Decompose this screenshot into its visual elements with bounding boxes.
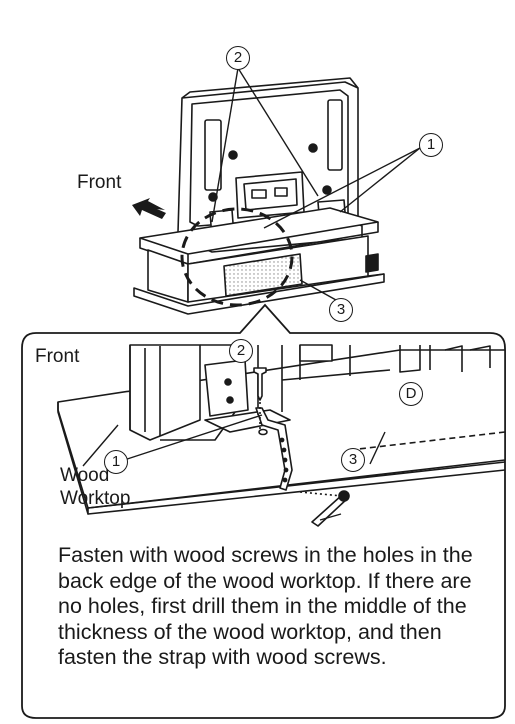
callout-3-detail: 3 [341, 448, 365, 472]
screw-top [253, 367, 267, 401]
instruction-text: Fasten with wood screws in the holes in … [58, 543, 473, 669]
wood-worktop-label-line1: Wood [60, 465, 110, 486]
callout-1-detail: 1 [104, 450, 128, 474]
strap [255, 407, 293, 491]
top-leader-lines [211, 67, 421, 301]
wood-worktop-label-line2: Worktop [60, 488, 131, 509]
detail-leader-lines [82, 414, 386, 521]
callout-2-top: 2 [226, 46, 250, 70]
front-arrow-head [132, 198, 166, 219]
part-d-label: D [399, 382, 423, 406]
callout-2-detail: 2 [229, 339, 253, 363]
front-label-top: Front [77, 172, 122, 193]
callout-3-top: 3 [329, 298, 353, 322]
front-label-detail: Front [35, 346, 80, 367]
detail-illustration [57, 344, 506, 527]
zoom-circle [180, 207, 294, 307]
tv-on-worktop-illustration [133, 77, 385, 315]
callout-1-top: 1 [419, 133, 443, 157]
